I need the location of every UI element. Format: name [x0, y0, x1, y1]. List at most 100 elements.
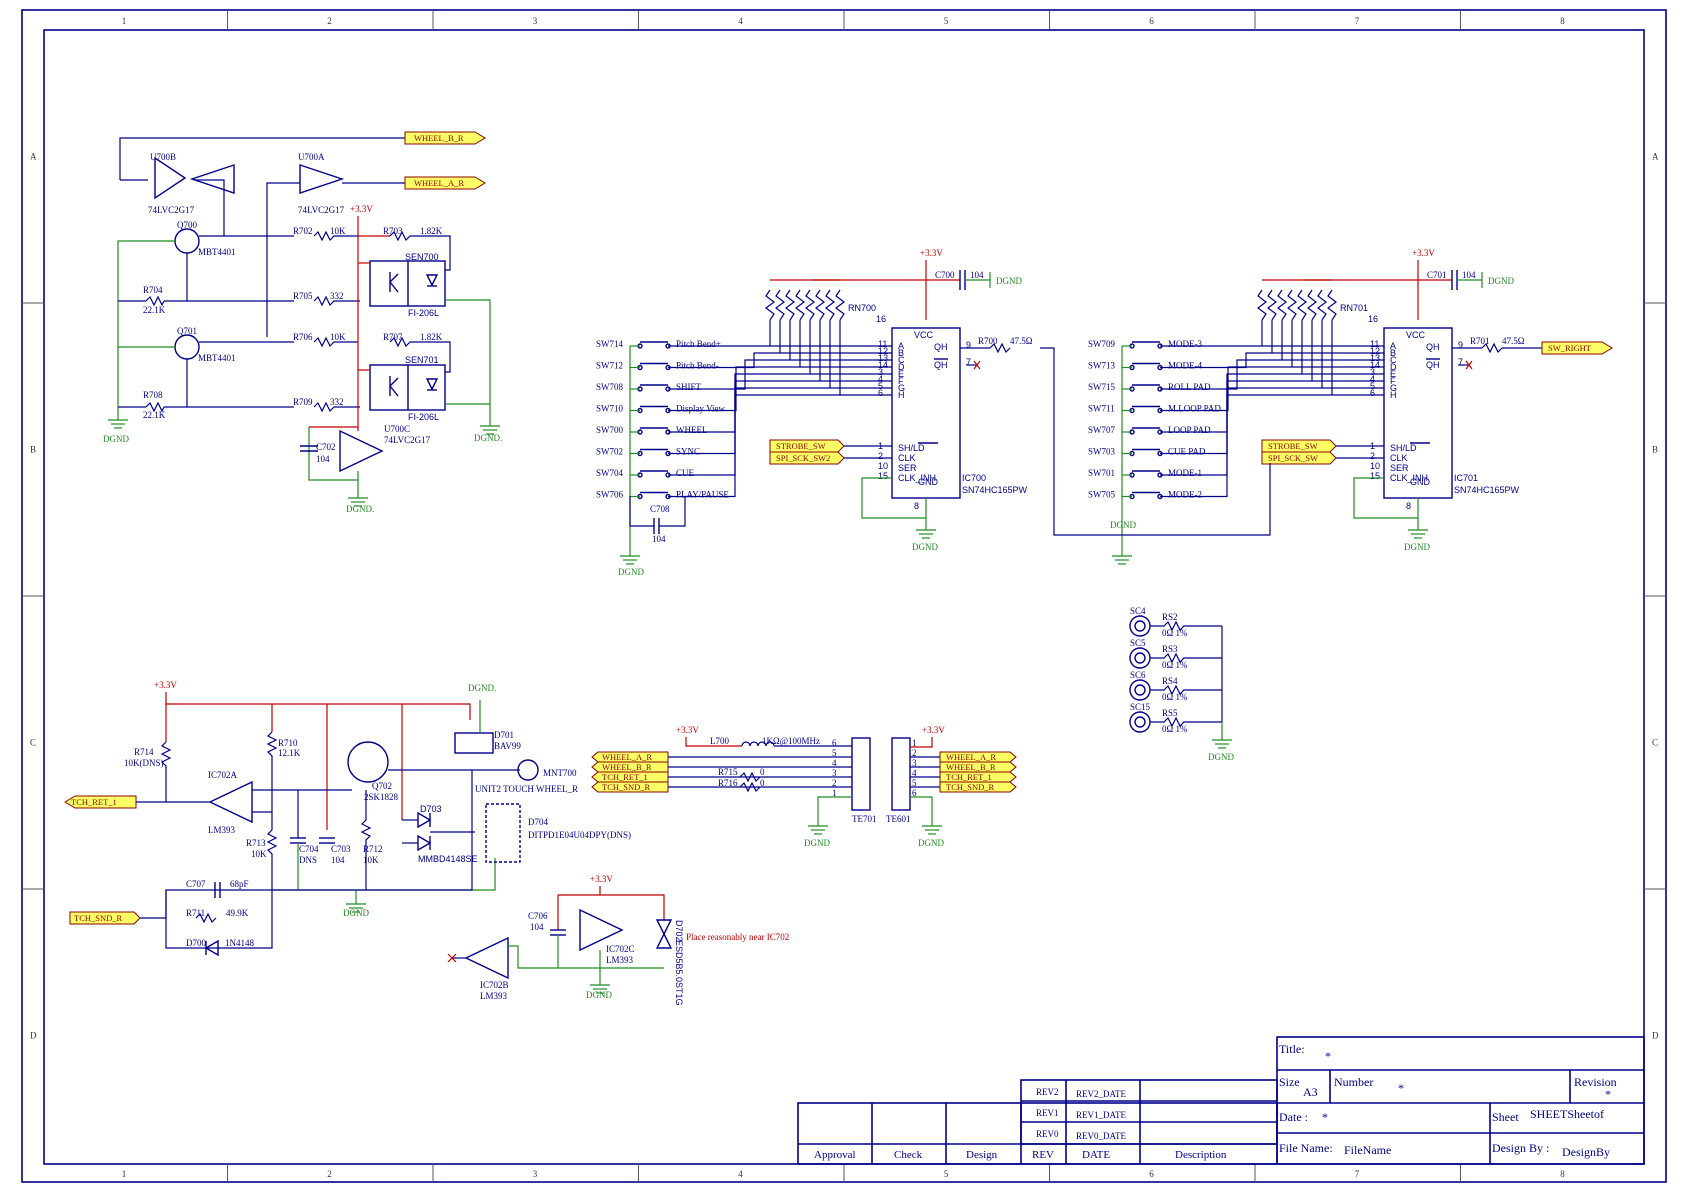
sr-pin-number: 4 — [878, 374, 883, 384]
sr-gnd-pin: GND — [1410, 477, 1431, 487]
q702-ref: Q702 — [372, 781, 392, 791]
screw-res-val: 0Ω 1% — [1162, 628, 1188, 638]
footer-cell: DATE — [1082, 1149, 1110, 1161]
switch-name[interactable]: MODE-2 — [1168, 490, 1202, 500]
sr-p8: 8 — [1406, 501, 1411, 511]
te701-pin: 4 — [832, 758, 837, 768]
conn-left-port-label: WHEEL_B_R — [602, 762, 652, 772]
port-wheel-br-label: WHEEL_B_R — [414, 133, 464, 143]
rev-cell: REV2 — [1036, 1087, 1059, 1097]
sr-ic-part: SN74HC165PW — [962, 485, 1028, 495]
footer-cell: Check — [894, 1149, 923, 1161]
col-label-top: 8 — [1560, 16, 1565, 26]
sr-pin-number: 11 — [878, 339, 887, 349]
mnt700-ref: MNT700 — [543, 768, 577, 778]
buffer-u700b — [154, 156, 187, 200]
sr-pin-number: 13 — [1370, 353, 1380, 363]
col-label-bottom: 1 — [122, 1169, 127, 1179]
screw-res-val: 0Ω 1% — [1162, 724, 1188, 734]
sr-pin-letter: B — [898, 348, 904, 358]
switch-name[interactable]: Display View — [676, 404, 726, 414]
sr-qhn-pin: QH — [934, 360, 948, 370]
c704-val: DNS — [299, 855, 317, 865]
sr-pin-letter: E — [1390, 369, 1396, 379]
design-label: Design By : — [1492, 1141, 1549, 1155]
col-label-top: 4 — [738, 16, 743, 26]
switch-name[interactable]: MODE-3 — [1168, 339, 1202, 349]
sheet-label: Sheet — [1492, 1110, 1519, 1124]
r716-val: 0 — [760, 778, 765, 788]
screw-contact — [1129, 615, 1151, 637]
switch-name[interactable]: PLAY/PAUSE — [676, 490, 729, 500]
switch-name[interactable]: MODE-1 — [1168, 468, 1202, 478]
u700c-part: 74LVC2G17 — [384, 435, 431, 445]
sr-pin-letter: A — [1390, 341, 1396, 351]
rev-cell: REV1 — [1036, 1108, 1059, 1118]
sr-ctrl-pin-number: 10 — [878, 461, 888, 471]
te601-pin: 2 — [912, 748, 917, 758]
comparator-ic702b — [464, 936, 509, 980]
screw-contact — [1129, 711, 1151, 733]
sr-ctrl-pin: SER — [898, 463, 917, 473]
switch-ref: SW704 — [596, 468, 624, 478]
conn-vcc-left: +3.3V — [676, 725, 699, 735]
sr-cap-val: 104 — [970, 270, 984, 280]
te601-pin: 3 — [912, 758, 917, 768]
d700-part: 1N4148 — [225, 938, 254, 948]
title-value: * — [1325, 1049, 1331, 1063]
switch-ref: SW713 — [1088, 361, 1116, 371]
sr-ic-part: SN74HC165PW — [1454, 485, 1520, 495]
switch-ref: SW711 — [1088, 404, 1115, 414]
sr-c708-ref: C708 — [650, 504, 670, 514]
footer-cell: Approval — [814, 1149, 856, 1161]
r710-val: 12.1K — [278, 748, 301, 758]
r703-ref: R703 — [383, 226, 403, 236]
sheet-value: SHEETSheetof — [1530, 1107, 1604, 1121]
switch-name[interactable]: M.LOOP PAD — [1168, 404, 1221, 414]
ic702a-part: LM393 — [208, 825, 236, 835]
file-value: FileName — [1344, 1143, 1391, 1157]
sr-rout-ref: R701 — [1470, 336, 1490, 346]
r715-ref: R715 — [718, 767, 738, 777]
col-label-bottom: 7 — [1355, 1169, 1360, 1179]
sr-pin-number: 14 — [1370, 360, 1380, 370]
sr-vcc-pin: VCC — [1406, 330, 1426, 340]
conn-dgnd: DGND — [918, 838, 944, 848]
inner-frame — [43, 29, 1645, 1165]
sr-ic-dgnd: DGND — [1404, 542, 1430, 552]
sr-p7: 7 — [966, 357, 971, 367]
sr-p8: 8 — [914, 501, 919, 511]
dgnd-tl-3: DGND. — [346, 504, 374, 514]
switch-name[interactable]: Pitch Bend+ — [676, 339, 721, 349]
row-label-left: C — [30, 738, 36, 748]
sr-pin-number: 5 — [878, 381, 883, 391]
row-label-right: B — [1652, 445, 1658, 455]
switch-name[interactable]: CUE PAD — [1168, 447, 1206, 457]
comparator-ic702a — [208, 780, 253, 824]
switch-name[interactable]: MODE-4 — [1168, 361, 1202, 371]
switch-name[interactable]: Pitch Bend- — [676, 361, 719, 371]
port-sck — [1261, 451, 1337, 465]
port-sw-right-label: SW_RIGHT — [1548, 343, 1592, 353]
c703-ref: C703 — [331, 844, 351, 854]
sr-sw-dgnd: DGND — [618, 567, 644, 577]
sr-pin-letter: E — [898, 369, 904, 379]
port-strobe-label: STROBE_SW — [776, 441, 826, 451]
sr-ctrl-pin-number: 15 — [878, 471, 888, 481]
sr-pin-letter: H — [1390, 390, 1397, 400]
switch-name[interactable]: LOOP PAD — [1168, 425, 1211, 435]
sr-ctrl-pin: CLK_INH — [898, 473, 936, 483]
switch-name[interactable]: SYNC — [676, 447, 700, 457]
tvs-d704 — [485, 803, 521, 863]
switch-name[interactable]: SHIFT — [676, 382, 702, 392]
switch-name[interactable]: CUE — [676, 468, 695, 478]
comparator-ic702c — [579, 908, 624, 952]
switch-name[interactable]: ROLL PAD — [1168, 382, 1211, 392]
switch-ref: SW707 — [1088, 425, 1116, 435]
number-value: * — [1398, 1081, 1404, 1095]
sr-ctrl-pin: SH/LD — [1390, 443, 1417, 453]
switch-name[interactable]: WHEEL — [676, 425, 708, 435]
